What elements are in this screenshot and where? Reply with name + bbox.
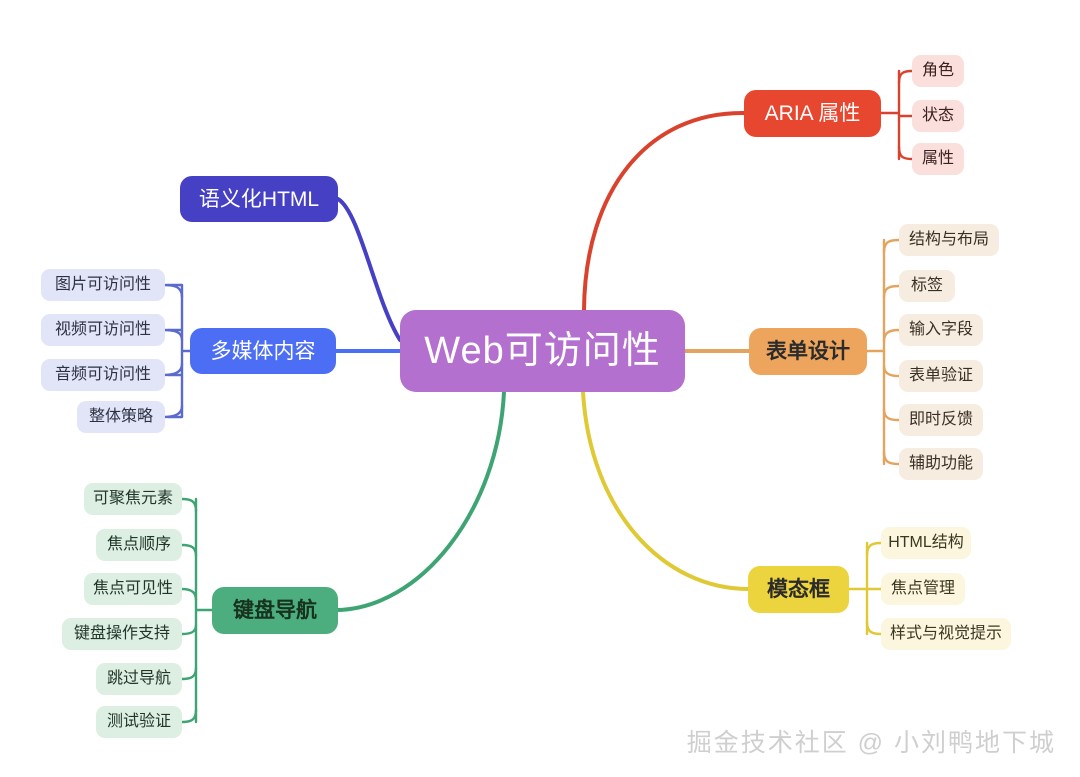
leaf-node-media-1[interactable]: 图片可访问性 — [41, 269, 165, 301]
leaf-label-aria-1: 角色 — [922, 62, 955, 79]
connector-media-stub-4 — [162, 404, 184, 419]
leaf-label-keyboard-4: 键盘操作支持 — [73, 625, 170, 642]
connector-modal-stub-1 — [865, 541, 883, 557]
leaf-label-form-6: 辅助功能 — [909, 455, 974, 472]
leaf-label-keyboard-2: 焦点顺序 — [106, 536, 171, 553]
connector-form-stub-2 — [882, 284, 901, 299]
leaf-label-form-2: 标签 — [910, 277, 943, 294]
leaf-label-aria-3: 属性 — [922, 150, 955, 167]
branch-label-media: 多媒体内容 — [210, 339, 316, 363]
leaf-label-keyboard-5: 跳过导航 — [106, 670, 171, 687]
connector-form-stub-4 — [882, 364, 901, 378]
branch-node-form[interactable]: 表单设计 — [749, 328, 867, 375]
connector-root-keyboard — [334, 390, 506, 612]
leaf-label-media-2: 视频可访问性 — [54, 321, 151, 338]
connector-form-stub-6 — [882, 450, 901, 466]
leaf-node-keyboard-6[interactable]: 测试验证 — [96, 706, 182, 738]
leaf-label-media-3: 音频可访问性 — [54, 366, 151, 383]
branch-label-modal: 模态框 — [767, 578, 830, 601]
leaf-label-media-4: 整体策略 — [88, 408, 153, 425]
leaf-node-aria-1[interactable]: 角色 — [912, 55, 964, 87]
leaf-node-modal-1[interactable]: HTML结构 — [881, 527, 971, 559]
leaf-node-aria-3[interactable]: 属性 — [912, 143, 964, 175]
leaf-label-media-1: 图片可访问性 — [54, 276, 151, 293]
leaf-label-aria-2: 状态 — [922, 107, 955, 124]
connector-form-spine — [865, 238, 886, 466]
branch-node-modal[interactable]: 模态框 — [748, 566, 849, 613]
leaf-node-form-3[interactable]: 输入字段 — [899, 314, 983, 346]
leaf-node-keyboard-5[interactable]: 跳过导航 — [96, 663, 182, 695]
leaf-node-aria-2[interactable]: 状态 — [912, 100, 964, 132]
connector-keyboard-spine — [194, 497, 214, 724]
branch-node-aria[interactable]: ARIA 属性 — [744, 90, 881, 137]
connector-root-semantic — [336, 197, 402, 342]
leaf-label-modal-1: HTML结构 — [888, 534, 964, 551]
watermark-text: 掘金技术社区 @ 小刘鸭地下城 — [686, 729, 1056, 757]
leaf-node-keyboard-1[interactable]: 可聚焦元素 — [84, 483, 182, 515]
connector-form-stub-5 — [882, 407, 901, 422]
leaf-node-form-2[interactable]: 标签 — [899, 270, 955, 302]
connector-aria-stub-3 — [897, 145, 914, 161]
connector-keyboard-stub-6 — [180, 708, 198, 724]
leaf-node-form-5[interactable]: 即时反馈 — [899, 404, 983, 436]
branch-label-form: 表单设计 — [766, 340, 850, 363]
leaf-label-keyboard-1: 可聚焦元素 — [93, 490, 174, 507]
leaf-label-form-1: 结构与布局 — [909, 231, 990, 248]
connector-form-stub-3 — [882, 328, 901, 343]
leaf-label-form-5: 即时反馈 — [909, 411, 974, 428]
branch-label-semantic: 语义化HTML — [198, 187, 320, 211]
connector-media-stub-1 — [162, 283, 184, 299]
leaf-label-form-3: 输入字段 — [909, 321, 974, 338]
connector-keyboard-stub-2 — [180, 543, 198, 558]
connector-form-stub-1 — [882, 238, 901, 254]
branch-node-keyboard[interactable]: 键盘导航 — [212, 587, 338, 634]
connector-aria-spine — [879, 69, 901, 161]
leaf-node-media-3[interactable]: 音频可访问性 — [41, 359, 165, 391]
leaf-node-media-2[interactable]: 视频可访问性 — [41, 314, 165, 346]
connector-root-aria — [582, 110, 746, 312]
connector-keyboard-stub-1 — [180, 497, 198, 513]
leaf-label-form-4: 表单验证 — [909, 367, 974, 384]
leaf-label-keyboard-3: 焦点可见性 — [93, 580, 174, 597]
leaf-label-keyboard-6: 测试验证 — [106, 713, 171, 730]
connector-modal-spine — [847, 541, 869, 636]
connector-modal-stub-3 — [865, 620, 883, 636]
branch-label-aria: ARIA 属性 — [764, 102, 861, 125]
connector-keyboard-stub-3 — [180, 587, 198, 602]
leaf-node-form-6[interactable]: 辅助功能 — [899, 448, 983, 480]
leaf-node-media-4[interactable]: 整体策略 — [77, 401, 165, 433]
connector-root-modal — [581, 390, 750, 591]
connector-aria-stub-1 — [897, 69, 914, 85]
leaf-node-modal-2[interactable]: 焦点管理 — [881, 573, 965, 605]
leaf-node-form-1[interactable]: 结构与布局 — [899, 224, 999, 256]
connector-keyboard-stub-5 — [180, 666, 198, 681]
leaf-node-modal-3[interactable]: 样式与视觉提示 — [881, 618, 1011, 650]
leaf-node-keyboard-2[interactable]: 焦点顺序 — [96, 529, 182, 561]
leaf-node-form-4[interactable]: 表单验证 — [899, 360, 983, 392]
connector-media-stub-2 — [162, 328, 184, 342]
branch-label-keyboard: 键盘导航 — [233, 599, 317, 622]
connector-keyboard-stub-4 — [180, 623, 198, 636]
leaf-node-keyboard-4[interactable]: 键盘操作支持 — [62, 618, 182, 650]
connector-media-stub-3 — [162, 362, 184, 377]
root-node-label: Web可访问性 — [424, 330, 661, 372]
leaf-label-modal-3: 样式与视觉提示 — [890, 625, 1003, 642]
root-node[interactable]: Web可访问性 — [400, 310, 685, 392]
leaf-node-keyboard-3[interactable]: 焦点可见性 — [84, 573, 182, 605]
branch-node-media[interactable]: 多媒体内容 — [190, 328, 336, 374]
branch-node-semantic[interactable]: 语义化HTML — [180, 176, 338, 222]
leaf-label-modal-2: 焦点管理 — [891, 580, 956, 597]
